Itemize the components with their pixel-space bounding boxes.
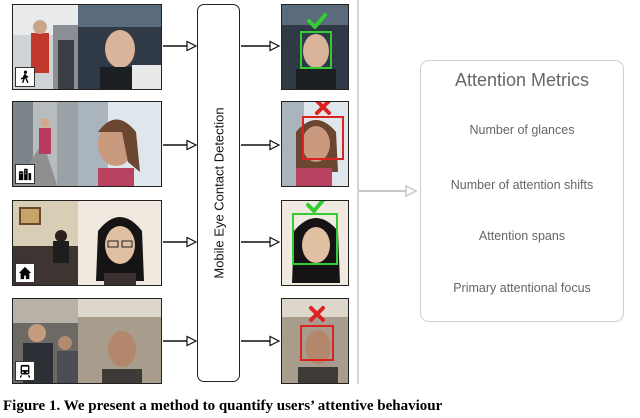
result-thumb-2: [281, 101, 349, 187]
face-detection-box-green: [300, 31, 332, 69]
check-icon: [307, 13, 327, 29]
figure-caption: Figure 1. We present a method to quantif…: [3, 398, 443, 414]
eye-contact-detector-block: Mobile Eye Contact Detection: [197, 4, 240, 382]
face-detection-box-red: [300, 325, 334, 361]
row-4-photo-pair: [12, 298, 162, 384]
face-photo-walking: [78, 5, 161, 89]
attention-metrics-box: Attention Metrics Number of glances Numb…: [420, 60, 624, 322]
face-photo-street: [78, 102, 161, 186]
result-thumb-1: [281, 4, 349, 90]
result-thumb-3: [281, 200, 349, 286]
cross-icon: [315, 102, 331, 115]
result-face-photo-1: [282, 5, 348, 89]
face-detection-box-red: [302, 116, 344, 160]
row-3-photo-pair: [12, 200, 162, 286]
train-icon: [15, 361, 35, 381]
face-detection-box-green: [292, 213, 338, 265]
row-2-photo-pair: [12, 101, 162, 187]
metric-item: Number of attention shifts: [450, 178, 594, 192]
cross-icon: [309, 306, 325, 322]
check-icon: [306, 201, 325, 213]
result-thumb-4: [281, 298, 349, 384]
separator-line: [357, 0, 359, 384]
face-photo-transit: [78, 299, 161, 383]
face-photo-home: [78, 201, 161, 285]
metric-item: Primary attentional focus: [453, 281, 591, 295]
row-1-photo-pair: [12, 4, 162, 90]
home-icon: [15, 263, 35, 283]
scene-photo-transit: [13, 299, 78, 383]
metrics-title: Attention Metrics: [454, 70, 590, 90]
metric-item: Number of glances: [469, 123, 575, 137]
detector-label: Mobile Eye Contact Detection: [211, 107, 226, 279]
pedestrian-icon: [15, 67, 35, 87]
buildings-icon: [15, 164, 35, 184]
metric-item: Attention spans: [478, 229, 566, 243]
